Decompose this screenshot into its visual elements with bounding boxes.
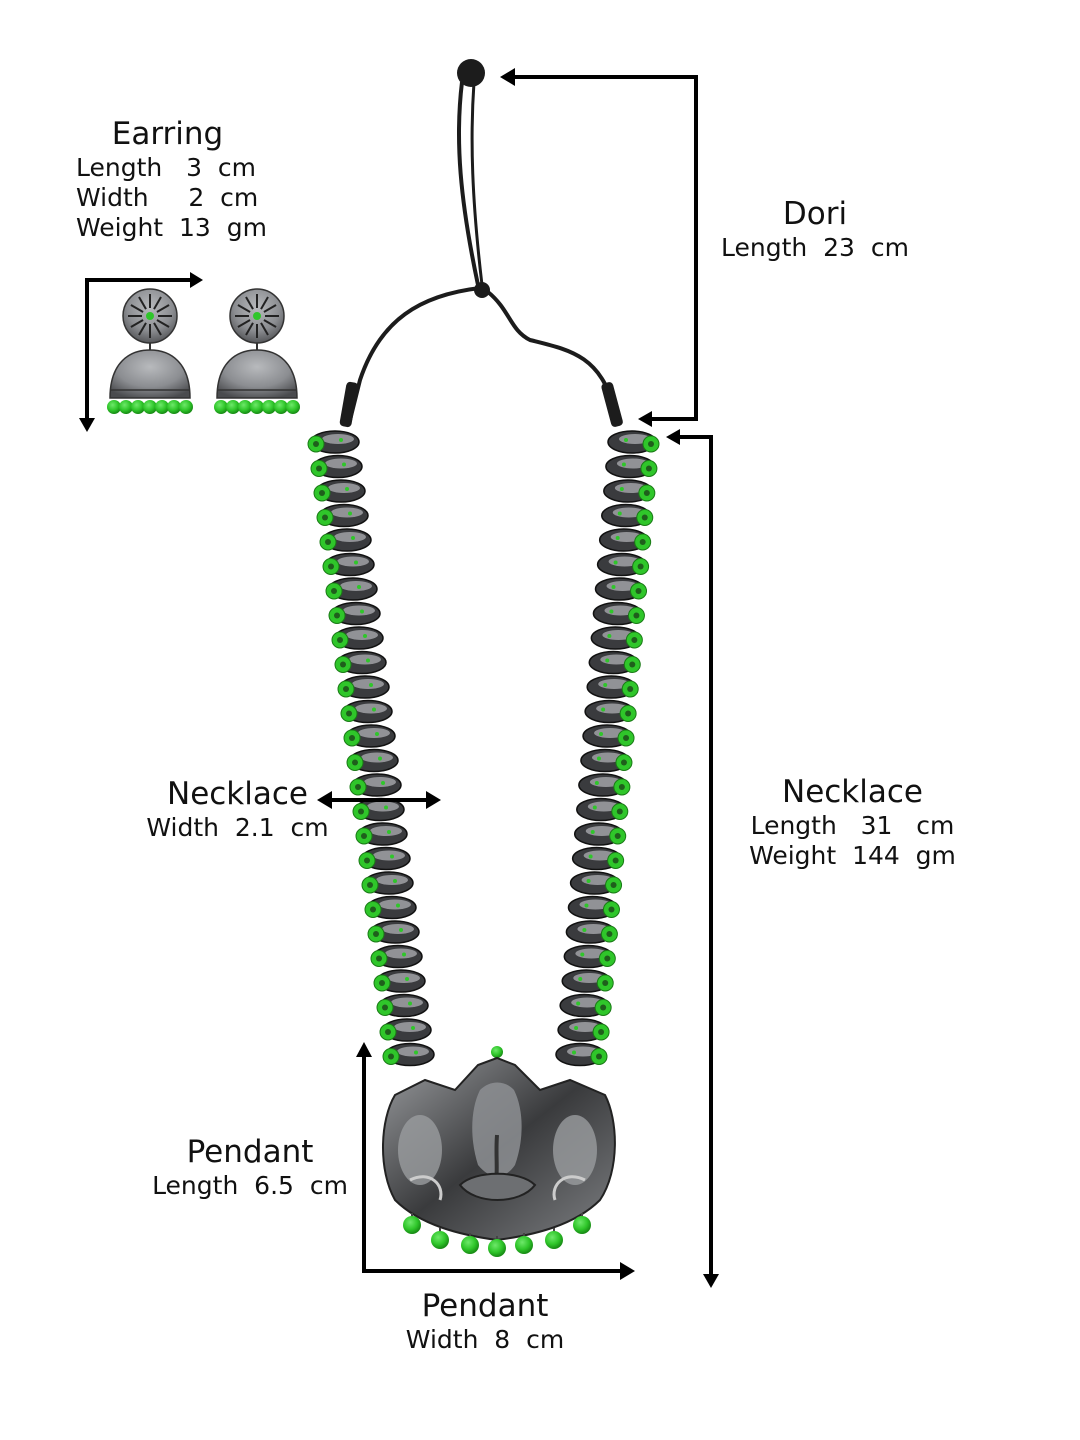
necklace-bead [563,944,616,969]
pendant-length-spec-block: Pendant Length 6.5 cm [145,1134,355,1201]
jhumka-earring [107,288,193,414]
necklace-bead [355,822,408,846]
necklace-bead [328,601,381,626]
green-drop-bead [515,1236,533,1254]
necklace-title: Necklace [782,774,923,810]
necklace-bead [361,871,414,895]
earring-weight-spec: Weight 13 gm [76,213,267,243]
necklace-bead [310,454,363,479]
pendant-length-spec: Length 6.5 cm [152,1171,348,1201]
necklace-bead [331,626,384,650]
necklace-bead [569,871,623,895]
necklace-bead [555,1042,608,1067]
green-drop-bead [545,1231,563,1249]
pendant-length-title: Pendant [186,1134,314,1170]
necklace-length-arrow [666,429,719,1288]
necklace-bead [367,920,420,944]
necklace-bead [605,454,658,479]
necklace-bead [316,503,369,528]
dori-length-arrow [500,68,698,427]
necklace-bead [307,430,360,454]
dori-length-spec: Length 23 cm [721,233,909,263]
green-drop-bead [431,1231,449,1249]
jhumka-earring [214,288,300,414]
necklace-left-strand [307,430,435,1067]
necklace-bead [578,773,631,797]
necklace-bead [559,993,612,1018]
necklace-bead [337,675,390,699]
necklace-bead [603,479,656,503]
earring-spec-block: Earring Length 3 cm Width 2 cm Weight 13… [60,116,275,243]
necklace-width-spec: Width 2.1 cm [146,813,329,843]
necklace-bead [557,1018,610,1042]
green-drop-bead [573,1216,591,1234]
earring-length-spec: Length 3 cm [76,153,256,183]
necklace-bead [325,577,378,601]
necklace-width-spec-block: Necklace Width 2.1 cm [140,776,335,843]
necklace-length-spec: Length 31 cm [750,811,955,841]
necklace-bead [586,675,639,699]
necklace-bead [352,797,405,822]
necklace-bead [334,650,387,675]
necklace-bead [319,528,372,552]
necklace-bead [571,846,625,871]
necklace-bead [313,479,366,503]
necklace-bead [588,650,641,675]
necklace-right-strand [555,430,660,1067]
necklace-bead [596,552,650,577]
pendant-dimension-arrows [356,1042,635,1280]
necklace-bead [379,1018,432,1042]
necklace-bead [573,822,627,846]
earring-title: Earring [111,116,224,152]
necklace-bead [567,895,620,920]
necklace-bead [376,993,429,1018]
earring-width-spec: Width 2 cm [76,183,259,213]
dori-cord [339,59,623,428]
necklace-bead [561,969,614,993]
pendant-width-spec: Width 8 cm [405,1325,565,1355]
dori-spec-block: Dori Length 23 cm [700,196,930,263]
necklace-bead [382,1042,435,1067]
pendant-width-spec-block: Pendant Width 8 cm [395,1288,575,1355]
necklace-bead [590,626,643,650]
green-drop-bead [403,1216,421,1234]
necklace-bead [580,748,633,773]
pendant-drop-beads [403,1213,591,1257]
green-drop-bead [488,1239,506,1257]
necklace-weight-spec: Weight 144 gm [749,841,956,871]
necklace-bead [349,773,402,797]
necklace-bead [370,944,423,969]
dori-title: Dori [782,196,848,232]
necklace-bead [358,846,411,871]
necklace-bead [576,797,629,822]
necklace-width-arrow [317,791,441,809]
necklace-bead [340,699,393,724]
ganesha-pendant [382,1046,616,1257]
necklace-bead [601,503,654,528]
earrings [107,288,300,414]
necklace-bead [322,552,375,577]
necklace-bead [373,969,426,993]
earring-dimension-arrows [79,272,203,432]
necklace-bead [343,724,396,748]
necklace-bead [607,430,660,454]
necklace-bead [346,748,399,773]
necklace-bead [594,577,648,601]
necklace-bead [592,601,645,626]
necklace-bead [598,528,652,552]
necklace-bead [565,920,618,944]
necklace-bead [364,895,417,920]
necklace-spec-block: Necklace Length 31 cm Weight 144 gm [740,774,965,871]
pendant-width-title: Pendant [421,1288,549,1324]
necklace-width-title: Necklace [167,776,308,812]
green-drop-bead [461,1236,479,1254]
necklace-bead [584,699,637,724]
necklace-bead [582,724,635,748]
